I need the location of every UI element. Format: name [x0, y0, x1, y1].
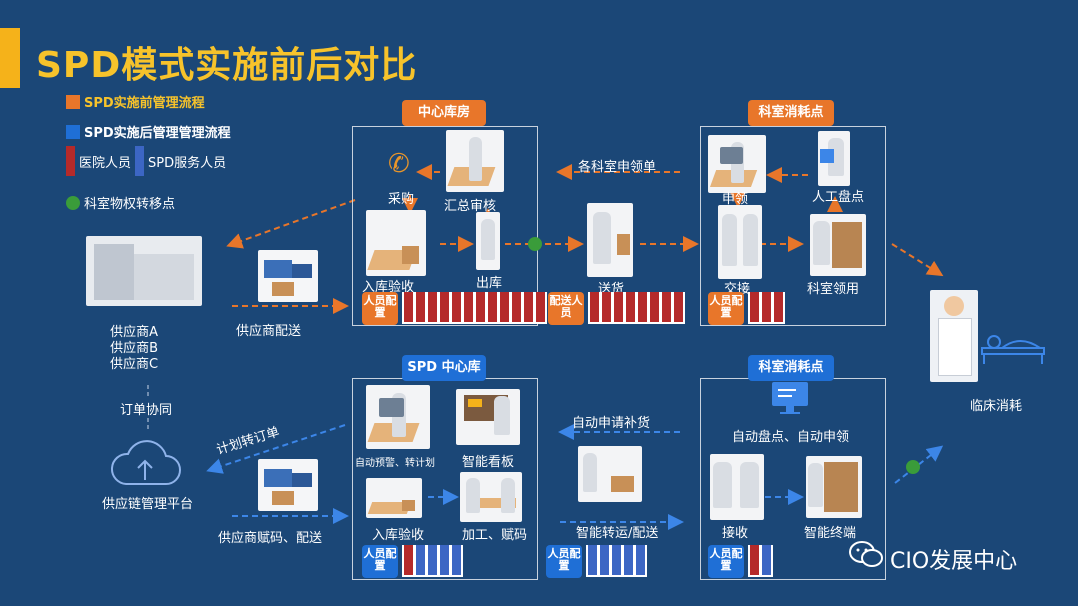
- after-central-staff-row: [402, 545, 463, 577]
- spd-staff-icon: [135, 146, 145, 176]
- before-central-staff-row: [402, 292, 547, 324]
- manual-count-label: 人工盘点: [812, 190, 865, 205]
- inbound-image: [366, 210, 426, 276]
- truck-image-bottom: [258, 459, 318, 511]
- procure-label: 采购: [388, 192, 415, 207]
- smart-transfer-image: [578, 446, 642, 502]
- before-central-staff-badge: 人员配置: [362, 292, 398, 325]
- apply-image: [708, 135, 766, 193]
- legend-staff: 医院人员 SPD服务人员: [66, 146, 226, 176]
- delivery-staff-row: [588, 292, 685, 324]
- auto-count-label: 自动盘点、自动申领: [732, 430, 850, 445]
- before-dept-staff-badge: 人员配置: [708, 292, 744, 325]
- process-image: [460, 472, 522, 522]
- title-accent-bar: [0, 28, 20, 88]
- handover-image: [718, 205, 762, 279]
- legend-after: SPD实施后管理管理流程: [66, 122, 231, 141]
- delivery-image: [587, 203, 633, 277]
- manual-count-image: [818, 131, 850, 186]
- monitor-icon: [770, 380, 810, 416]
- green-dot-icon: [66, 195, 80, 210]
- doctor-image: [930, 290, 978, 382]
- cloud-icon: [108, 440, 182, 490]
- after-dept-staff-badge: 人员配置: [708, 545, 744, 578]
- supplier-a: 供应商A: [110, 325, 158, 340]
- transfer-point-dot-before: [528, 237, 542, 251]
- supplier-list: 供应商A 供应商B 供应商C: [110, 325, 158, 373]
- legend-transfer: 科室物权转移点: [66, 193, 175, 212]
- watermark-text: CIO发展中心: [890, 549, 1018, 574]
- orange-square-icon: [66, 94, 80, 109]
- review-label: 汇总审核: [444, 199, 497, 214]
- tab-before-central: 中心库房: [402, 100, 486, 126]
- smart-terminal-label: 智能终端: [804, 526, 857, 541]
- platform-label: 供应链管理平台: [102, 497, 194, 512]
- receive-label: 接收: [722, 526, 749, 541]
- supplier-delivery-label: 供应商配送: [236, 324, 302, 339]
- legend-before: SPD实施前管理流程: [66, 92, 205, 111]
- truck-image-top: [258, 250, 318, 302]
- tab-after-central: SPD 中心库: [402, 355, 486, 381]
- outbound-label: 出库: [476, 276, 503, 291]
- dept-collect-label: 科室领用: [807, 282, 860, 297]
- hospital-bed-icon: [980, 330, 1046, 366]
- auto-alert-image: [366, 385, 430, 449]
- after-inbound-label: 入库验收: [372, 528, 425, 543]
- supplier-b: 供应商B: [110, 341, 158, 356]
- clinical-use-label: 临床消耗: [970, 399, 1023, 414]
- transfer-staff-row: [586, 545, 647, 577]
- supplier-code-delivery-label: 供应商赋码、配送: [218, 531, 323, 546]
- before-central-panel: [352, 126, 538, 326]
- receive-image: [710, 454, 764, 520]
- outbound-image: [476, 212, 500, 270]
- supplier-warehouse-image: [86, 236, 202, 306]
- smart-board-label: 智能看板: [462, 455, 515, 470]
- inbound-label: 入库验收: [362, 280, 415, 295]
- supplier-c: 供应商C: [110, 357, 159, 372]
- order-sync-label: 订单协同: [120, 403, 173, 418]
- blue-square-icon: [66, 124, 80, 139]
- phone-icon: ✆: [388, 149, 410, 179]
- smart-terminal-image: [806, 456, 862, 518]
- smart-transfer-label: 智能转运/配送: [576, 526, 659, 541]
- page-title: SPD模式实施前后对比: [36, 45, 418, 86]
- delivery-staff-badge: 配送人员: [548, 292, 584, 325]
- after-inbound-image: [366, 478, 422, 518]
- smart-board-image: [456, 389, 520, 445]
- dept-request-label: 各科室申领单: [578, 160, 657, 175]
- auto-replenish-label: 自动申请补货: [572, 416, 651, 431]
- review-image: [446, 130, 504, 192]
- hospital-staff-icon: [66, 146, 75, 176]
- tab-after-dept: 科室消耗点: [748, 355, 834, 381]
- transfer-point-dot-after: [906, 460, 920, 474]
- after-dept-staff-row: [748, 545, 773, 577]
- process-label: 加工、赋码: [462, 528, 528, 543]
- before-dept-panel: [700, 126, 886, 326]
- wechat-icon: [848, 540, 884, 570]
- apply-label: 申领: [722, 192, 749, 207]
- dept-collect-image: [810, 214, 866, 276]
- transfer-staff-badge: 人员配置: [546, 545, 582, 578]
- tab-before-dept: 科室消耗点: [748, 100, 834, 126]
- auto-alert-label: 自动预警、转计划: [355, 458, 435, 469]
- after-central-staff-badge: 人员配置: [362, 545, 398, 578]
- before-dept-staff-row: [748, 292, 785, 324]
